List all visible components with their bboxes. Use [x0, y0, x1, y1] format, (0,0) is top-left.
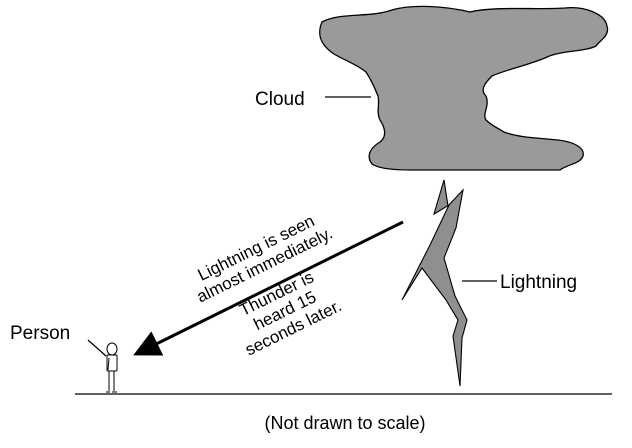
- person-leader-line: [87, 339, 107, 357]
- cloud-shape: [319, 5, 609, 171]
- cloud-label: Cloud: [255, 89, 305, 110]
- scale-note: (Not drawn to scale): [264, 413, 425, 433]
- person-label: Person: [10, 323, 70, 344]
- lightning-bolt: [401, 179, 468, 387]
- person-body: [106, 354, 118, 372]
- sight-arrow: [133, 220, 404, 356]
- person-head: [106, 342, 118, 356]
- arrow-text-group: Lightning is seen almost immediately. Th…: [194, 211, 345, 359]
- person-figure: [106, 342, 118, 393]
- person-arm: [107, 357, 110, 371]
- lightning-label: Lightning: [500, 272, 577, 293]
